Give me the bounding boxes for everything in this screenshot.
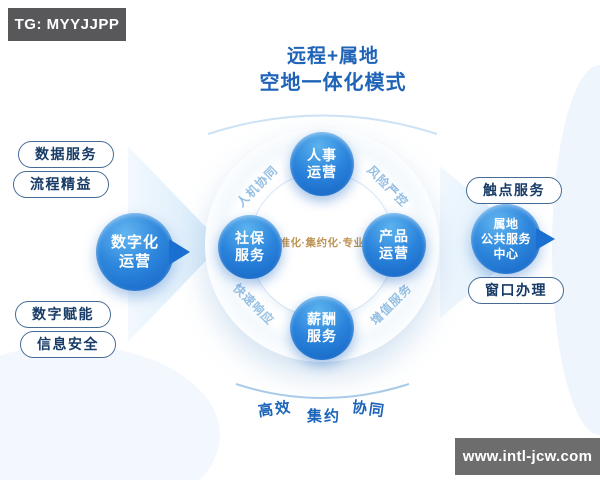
title-line1: 远程+属地 [286, 46, 380, 67]
node-bottom-line2: 服务 [307, 328, 337, 344]
diagram-title: 远程+属地 空地一体化模式 [233, 45, 433, 96]
footer-word-collaborative: 协同 [350, 398, 387, 421]
soft-blob-right-edge [552, 65, 600, 435]
node-left-line1: 社保 [235, 230, 265, 246]
pill-process-lean: 流程精益 [13, 171, 109, 198]
local-public-service-hub: 属地 公共服务 中心 [471, 204, 541, 274]
footer-word-intensive: 集约 [307, 408, 342, 425]
arrow-right-icon [169, 239, 190, 265]
right-hub-line3: 中心 [493, 246, 519, 261]
node-top-line2: 运营 [307, 164, 337, 180]
pill-digital-enablement: 数字赋能 [15, 301, 111, 328]
telegram-badge: TG: MYYJJPP [8, 8, 126, 41]
pill-touchpoint-service: 触点服务 [466, 177, 562, 204]
left-hub-line2: 运营 [118, 253, 151, 270]
node-hr-operation: 人事 运营 [290, 132, 354, 196]
digital-operation-hub: 数字化 运营 [96, 213, 174, 291]
right-hub-line1: 属地 [493, 216, 519, 231]
bottom-arc [235, 383, 410, 399]
node-payroll-service: 薪酬 服务 [290, 296, 354, 360]
pill-info-security: 信息安全 [20, 331, 116, 358]
pill-window-handling: 窗口办理 [468, 277, 564, 304]
node-right-line2: 运营 [379, 245, 409, 261]
title-line2: 空地一体化模式 [259, 71, 407, 94]
node-social-insurance: 社保 服务 [218, 215, 282, 279]
arrow-right-icon [536, 228, 555, 250]
website-bar: www.intl-jcw.com [455, 438, 600, 475]
node-right-line1: 产品 [379, 228, 409, 244]
node-bottom-line1: 薪酬 [307, 311, 337, 327]
soft-blob-bottom-left [0, 345, 220, 480]
node-top-line1: 人事 [307, 147, 337, 163]
top-arc [207, 114, 438, 135]
ring-core-text: 标准化·集约化·专业化 [268, 237, 376, 249]
pill-data-service: 数据服务 [18, 141, 114, 168]
right-hub-line2: 公共服务 [480, 231, 531, 246]
node-product-operation: 产品 运营 [362, 213, 426, 277]
left-hub-line1: 数字化 [110, 234, 159, 251]
node-left-line2: 服务 [235, 247, 265, 263]
